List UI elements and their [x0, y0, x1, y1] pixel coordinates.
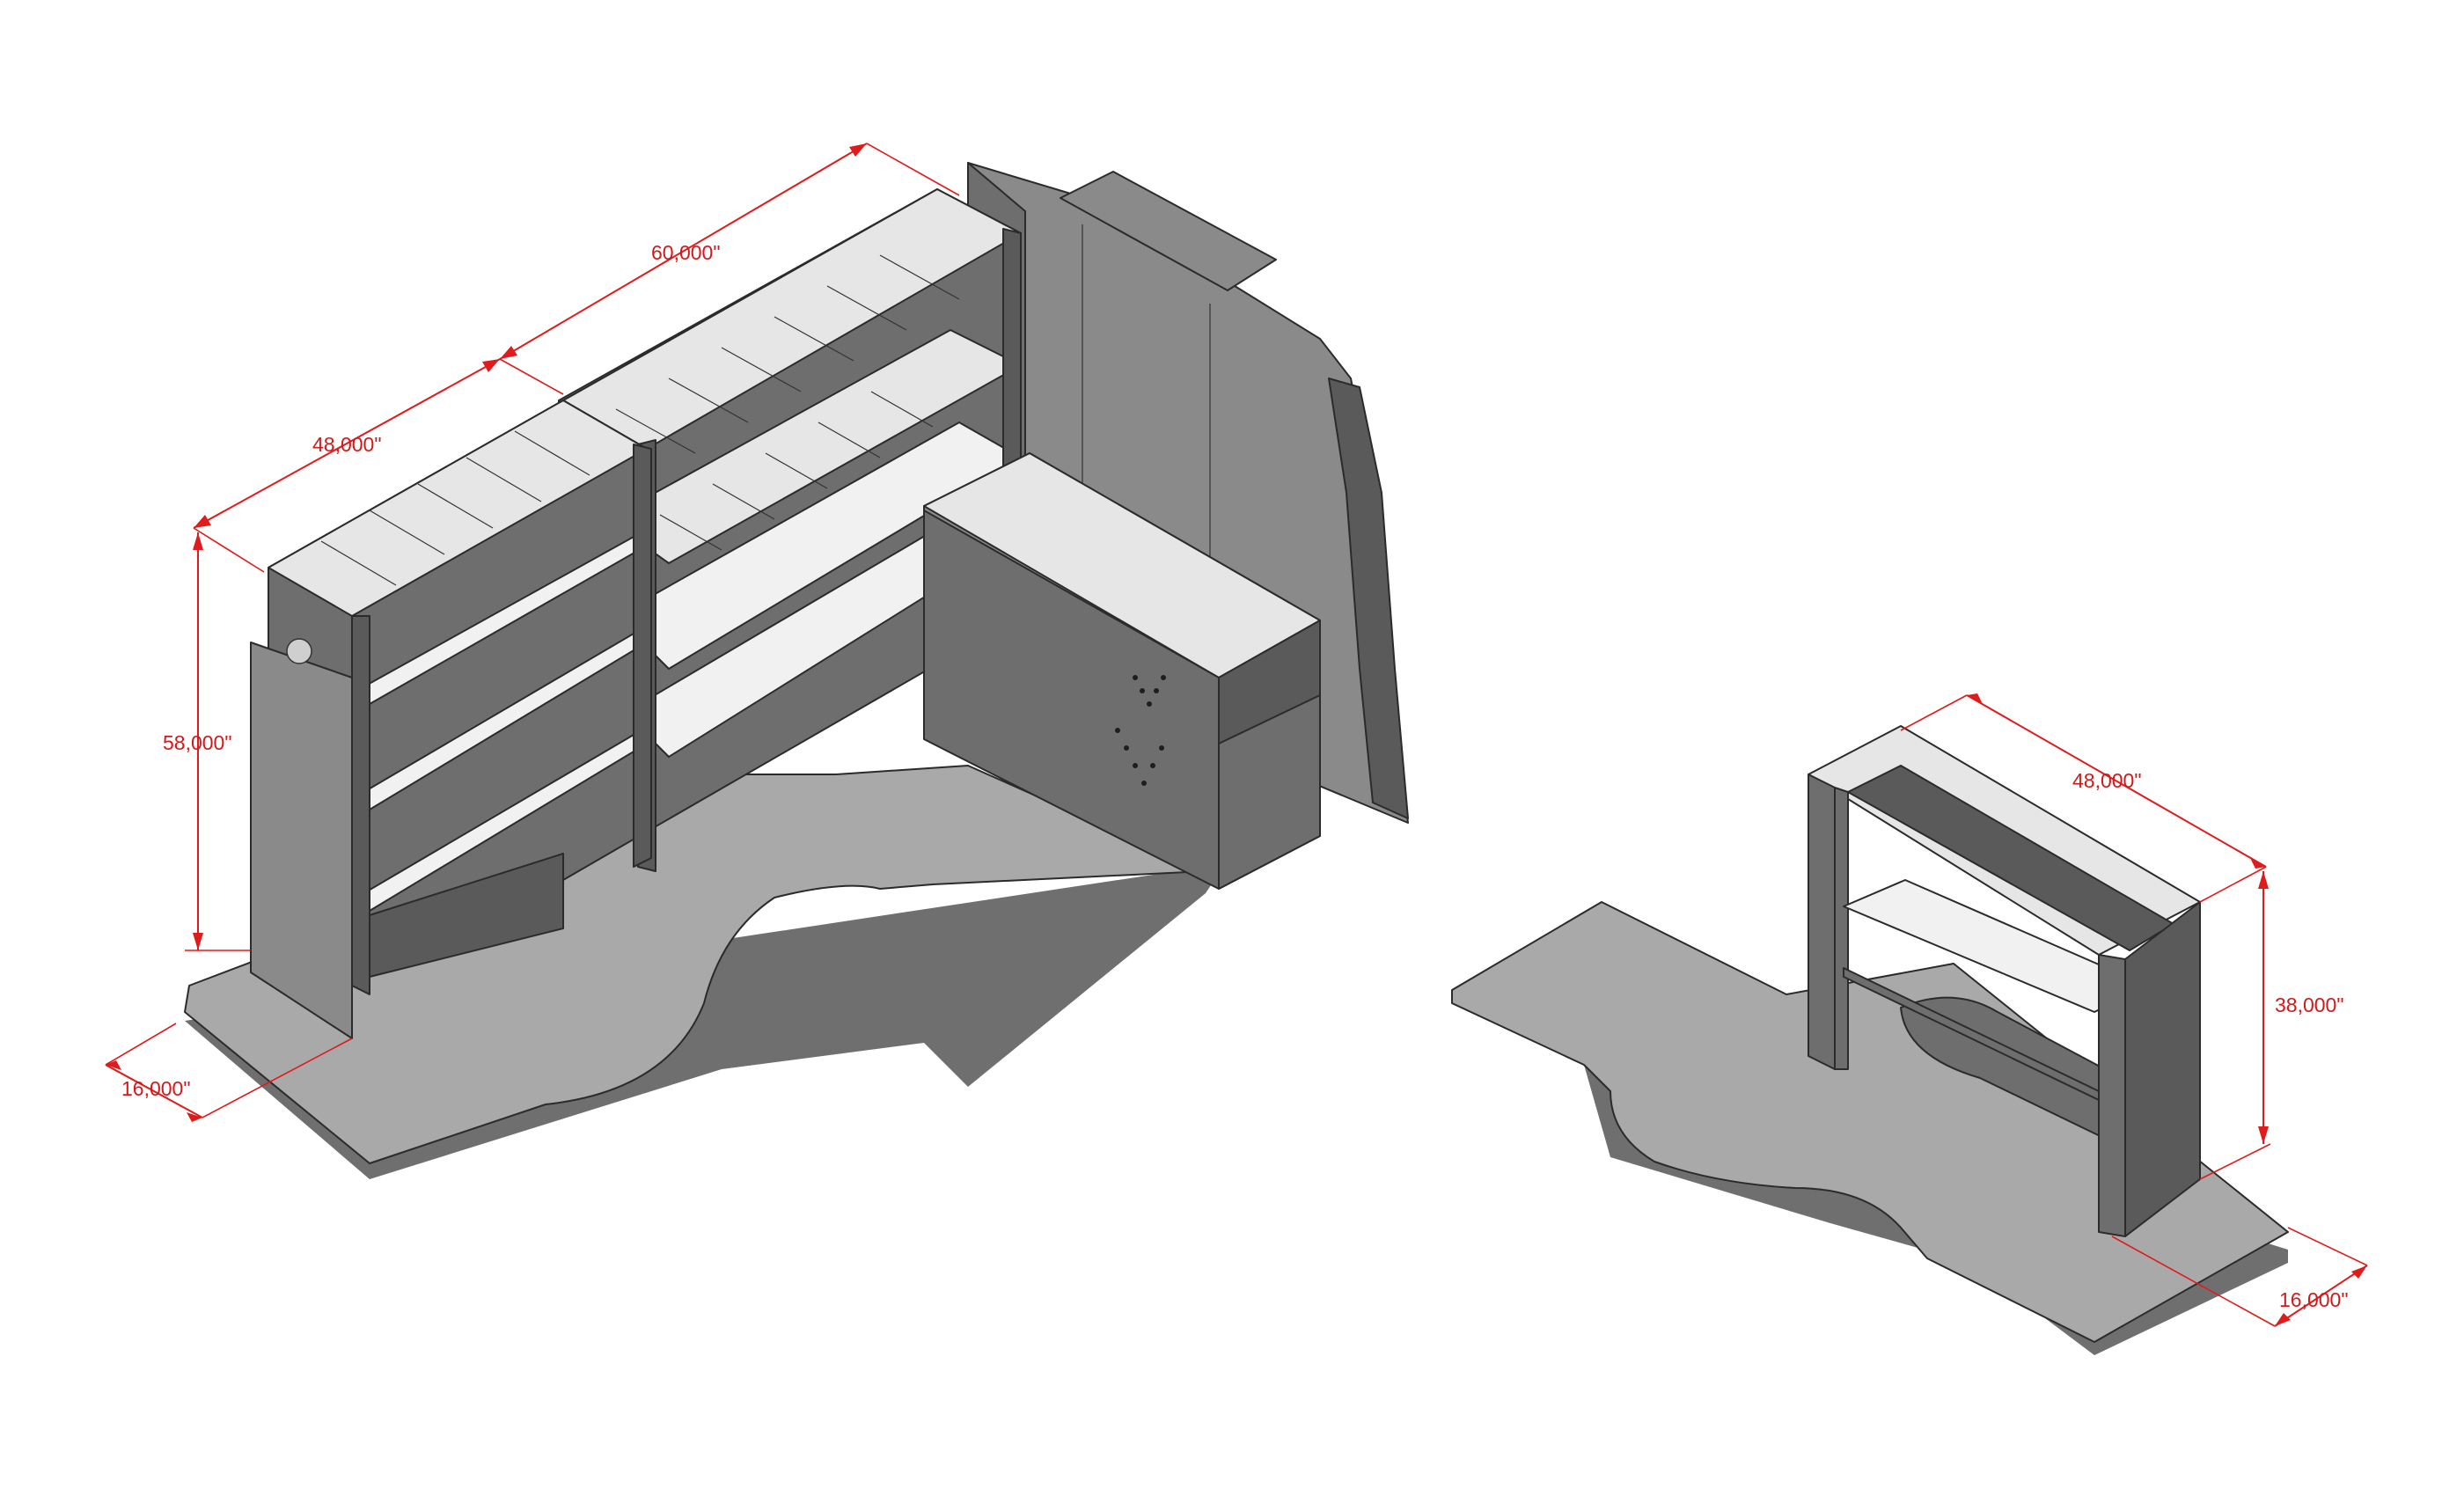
dim-label-58in: 58,000"	[163, 731, 232, 754]
dimension-left-58in: 58,000"	[163, 532, 251, 951]
shelving-unit-38in	[1808, 725, 2201, 1237]
drawer-cabinet	[923, 452, 1321, 890]
right-floor-plate	[1451, 901, 2289, 1355]
dimension-left-16in: 16,000"	[105, 1023, 353, 1122]
dim-label-48in-right: 48,000"	[2072, 769, 2142, 792]
dim-label-16in-right: 16,000"	[2279, 1288, 2349, 1311]
dim-label-38in: 38,000"	[2275, 994, 2344, 1016]
dimension-right-48in: 48,000"	[1900, 693, 2267, 903]
dimension-right-38in: 38,000"	[2199, 871, 2344, 1180]
dimension-left-60in: 60,000"	[499, 143, 960, 395]
shelving-unit-48in	[250, 400, 652, 1039]
dim-label-48in-left: 48,000"	[312, 433, 382, 456]
dim-label-60in: 60,000"	[651, 241, 721, 264]
dim-label-16in-left: 16,000"	[121, 1077, 191, 1100]
dimension-left-48in: 48,000"	[193, 358, 501, 573]
dimension-right-16in: 16,000"	[2111, 1227, 2368, 1327]
